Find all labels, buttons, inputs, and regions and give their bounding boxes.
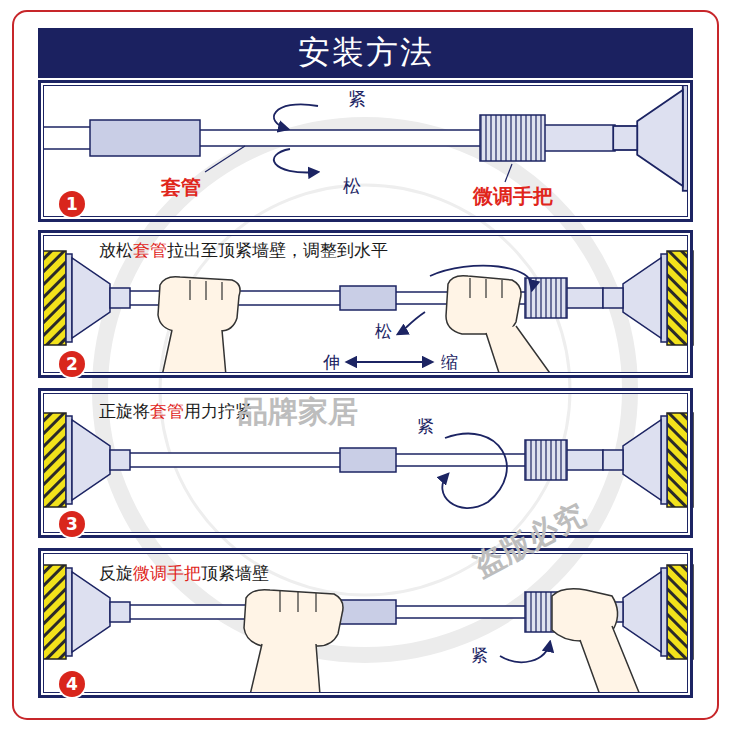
- instruction-line: 反旋微调手把顶紧墙壁: [99, 563, 269, 583]
- direction-label: 紧: [417, 417, 434, 437]
- watermark: 盗版必究: [467, 494, 592, 587]
- callout-digit: 3: [66, 514, 78, 534]
- instruction-text: 放松: [99, 240, 133, 260]
- callout-number: 4: [59, 671, 85, 697]
- direction-label: 伸: [323, 353, 340, 373]
- instruction-text: 套管: [150, 401, 184, 421]
- callout-digit: 2: [66, 354, 78, 374]
- title-text: 安装方法: [298, 31, 434, 75]
- callout-digit: 1: [66, 194, 78, 214]
- direction-label: 松: [375, 322, 392, 342]
- instruction-text: 顶紧墙壁: [201, 563, 269, 583]
- callout-number: 1: [59, 191, 85, 217]
- instruction-text: 拉出至顶紧墙壁，调整到水平: [167, 240, 388, 260]
- step-panel: 反旋微调手把顶紧墙壁紧 4: [38, 548, 693, 698]
- step-panel: 正旋将套管用力拧紧紧 3: [38, 388, 693, 538]
- instruction-text: 正旋将: [99, 401, 150, 421]
- direction-label: 缩: [441, 353, 458, 373]
- instruction-line: 放松套管拉出至顶紧墙壁，调整到水平: [99, 240, 388, 260]
- part-name: 微调手把: [473, 185, 553, 208]
- title-band: 安装方法: [38, 28, 693, 78]
- direction-label: 松: [343, 176, 361, 197]
- callout-digit: 4: [66, 674, 78, 694]
- instruction-text: 反旋: [99, 563, 133, 583]
- instruction-text: 套管: [133, 240, 167, 260]
- watermark: 品牌家居: [238, 392, 358, 433]
- direction-label: 紧: [348, 89, 366, 110]
- callout-number: 3: [59, 511, 85, 537]
- direction-label: 紧: [471, 646, 488, 666]
- part-name: 套管: [161, 176, 201, 199]
- instruction-line: 正旋将套管用力拧紧: [99, 401, 252, 421]
- callout-number: 2: [59, 351, 85, 377]
- instruction-text: 微调手把: [133, 563, 201, 583]
- step-panel: 放松套管拉出至顶紧墙壁，调整到水平松伸 缩 2: [38, 230, 693, 378]
- step-panel: 紧松 套管 微调手把 1: [38, 80, 693, 222]
